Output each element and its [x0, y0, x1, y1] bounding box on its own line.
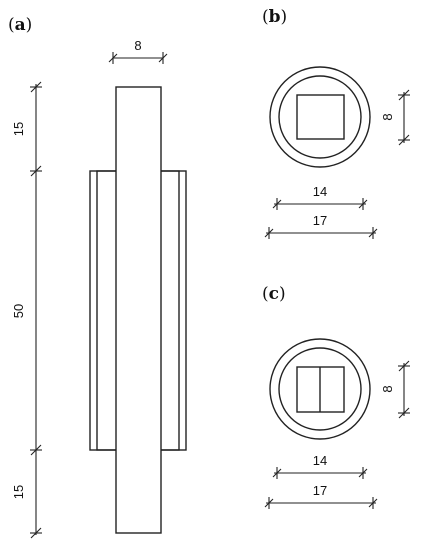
- outer-dimension-c-label: 17: [313, 483, 327, 498]
- height-dimension-a: 15 50 15: [11, 81, 42, 539]
- square-dimension-c: 8: [380, 360, 410, 419]
- height-dimension-a-middle-label: 50: [11, 304, 26, 318]
- inner-dimension-c-label: 14: [313, 453, 327, 468]
- inner-dimension-b: 14: [272, 184, 368, 210]
- core-bar-elevation: [115, 86, 162, 534]
- inner-dimension-c: 14: [272, 453, 368, 479]
- cross-section-c: [269, 338, 371, 440]
- cross-section-b: [269, 66, 371, 168]
- outer-dimension-b-label: 17: [313, 213, 327, 228]
- outer-dimension-c: 17: [264, 483, 378, 509]
- outer-dimension-b: 17: [264, 213, 378, 239]
- height-dimension-a-bottom-label: 15: [11, 485, 26, 499]
- square-dimension-c-label: 8: [380, 385, 395, 392]
- square-dimension-b-label: 8: [380, 113, 395, 120]
- panel-label-b: (b): [262, 7, 287, 27]
- height-dimension-a-top-label: 15: [11, 122, 26, 136]
- square-dimension-b: 8: [380, 89, 410, 146]
- panel-label-a: (a): [8, 15, 32, 35]
- panel-label-c: (c): [262, 284, 286, 304]
- width-dimension-a-label: 8: [134, 38, 141, 53]
- inner-dimension-b-label: 14: [313, 184, 327, 199]
- width-dimension-a: 8: [108, 38, 168, 64]
